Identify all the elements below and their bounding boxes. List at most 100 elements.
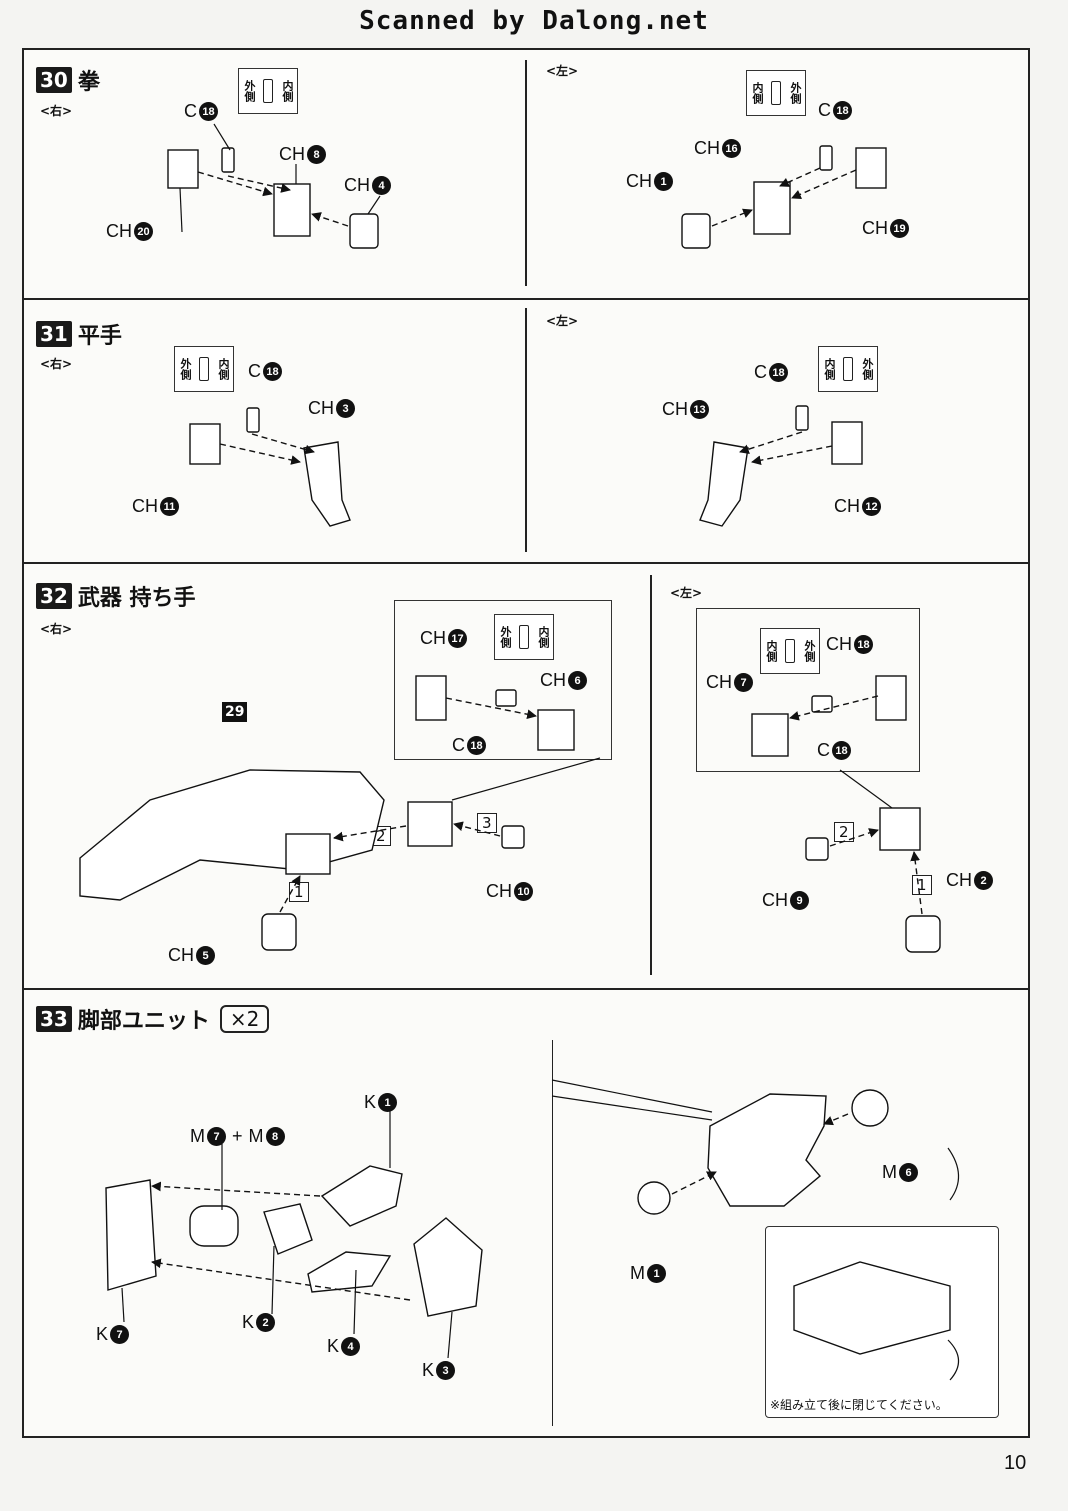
part-prefix: CH [279,144,305,164]
part-number: 1 [378,1093,398,1112]
panel-divider [552,1040,554,1426]
pin-icon [519,625,529,649]
pin-icon [263,79,273,103]
inner-side-label: 内側 [765,640,778,662]
section-divider [22,988,1030,990]
step-30-heading: 30 拳 [36,64,100,96]
pin-icon [199,357,209,381]
part-prefix: M [630,1263,645,1283]
part-prefix: K [96,1324,109,1344]
panel-divider [525,60,527,286]
orientation-box: 外側 内側 [174,346,234,392]
part-number: 19 [890,219,909,238]
outer-side-label: 外側 [243,80,256,102]
part-number: 6 [568,671,587,690]
part-prefix: C [754,362,767,382]
part-prefix: CH [420,628,446,648]
panel-divider [650,575,652,975]
side-label-right: <右> [40,104,73,118]
part-prefix: M [248,1126,264,1146]
part-number: 6 [899,1163,918,1182]
part-number: 7 [734,673,753,692]
outer-side-label: 外側 [803,640,816,662]
part-number: 18 [854,635,873,654]
side-label-left: <左> [546,64,579,78]
part-prefix: C [184,101,197,121]
part-prefix: C [817,740,830,760]
pin-icon [843,357,853,381]
inner-side-label: 内側 [823,358,836,380]
part-number: 9 [790,891,809,910]
orientation-box: 内側 外側 [746,70,806,116]
part-prefix: C [452,735,465,755]
orientation-box: 外側 内側 [238,68,298,114]
part-prefix: CH [540,670,566,690]
part-number: 12 [862,497,881,516]
substep-box: 2 [834,822,854,842]
pin-icon [785,639,795,663]
part-prefix: K [422,1360,435,1380]
substep-box: 2 [371,826,391,846]
step-32-title: 武器 持ち手 [77,586,196,611]
part-number: 17 [448,629,467,648]
part-number: 16 [722,139,741,158]
outer-side-label: 外側 [499,626,512,648]
step-32-number: 32 [36,583,72,609]
part-prefix: CH [106,221,132,241]
substep-box: 1 [912,875,932,895]
part-number: 4 [372,176,391,195]
part-prefix: CH [132,496,158,516]
part-prefix: K [364,1092,377,1112]
part-prefix: CH [826,634,852,654]
step-31-title: 平手 [77,324,122,349]
part-prefix: M [190,1126,205,1146]
inner-side-label: 内側 [537,626,550,648]
part-prefix: CH [626,171,652,191]
part-prefix: CH [662,399,688,419]
part-prefix: + [232,1126,243,1146]
part-prefix: K [242,1312,255,1332]
part-number: 18 [769,363,788,382]
part-prefix: CH [344,175,370,195]
part-prefix: K [327,1336,340,1356]
closing-note-panel [765,1226,999,1418]
part-number: 8 [265,1127,285,1146]
part-number: 10 [514,882,533,901]
inner-side-label: 内側 [751,82,764,104]
part-number: 7 [110,1325,130,1344]
part-number: 3 [336,399,355,418]
panel-divider [525,308,527,552]
step-31-heading: 31 平手 [36,318,122,350]
orientation-box: 内側 外側 [760,628,820,674]
step-31-number: 31 [36,321,72,347]
substep-box: 1 [289,882,309,902]
part-number: 18 [467,736,486,755]
part-number: 2 [974,871,993,890]
part-prefix: CH [486,881,512,901]
outer-side-label: 外側 [789,82,802,104]
part-prefix: CH [946,870,972,890]
part-number: 18 [833,101,852,120]
part-number: 3 [436,1361,456,1380]
part-prefix: CH [694,138,720,158]
step-33-number: 33 [36,1006,72,1032]
step-32-heading: 32 武器 持ち手 [36,580,196,612]
outer-side-label: 外側 [861,358,874,380]
